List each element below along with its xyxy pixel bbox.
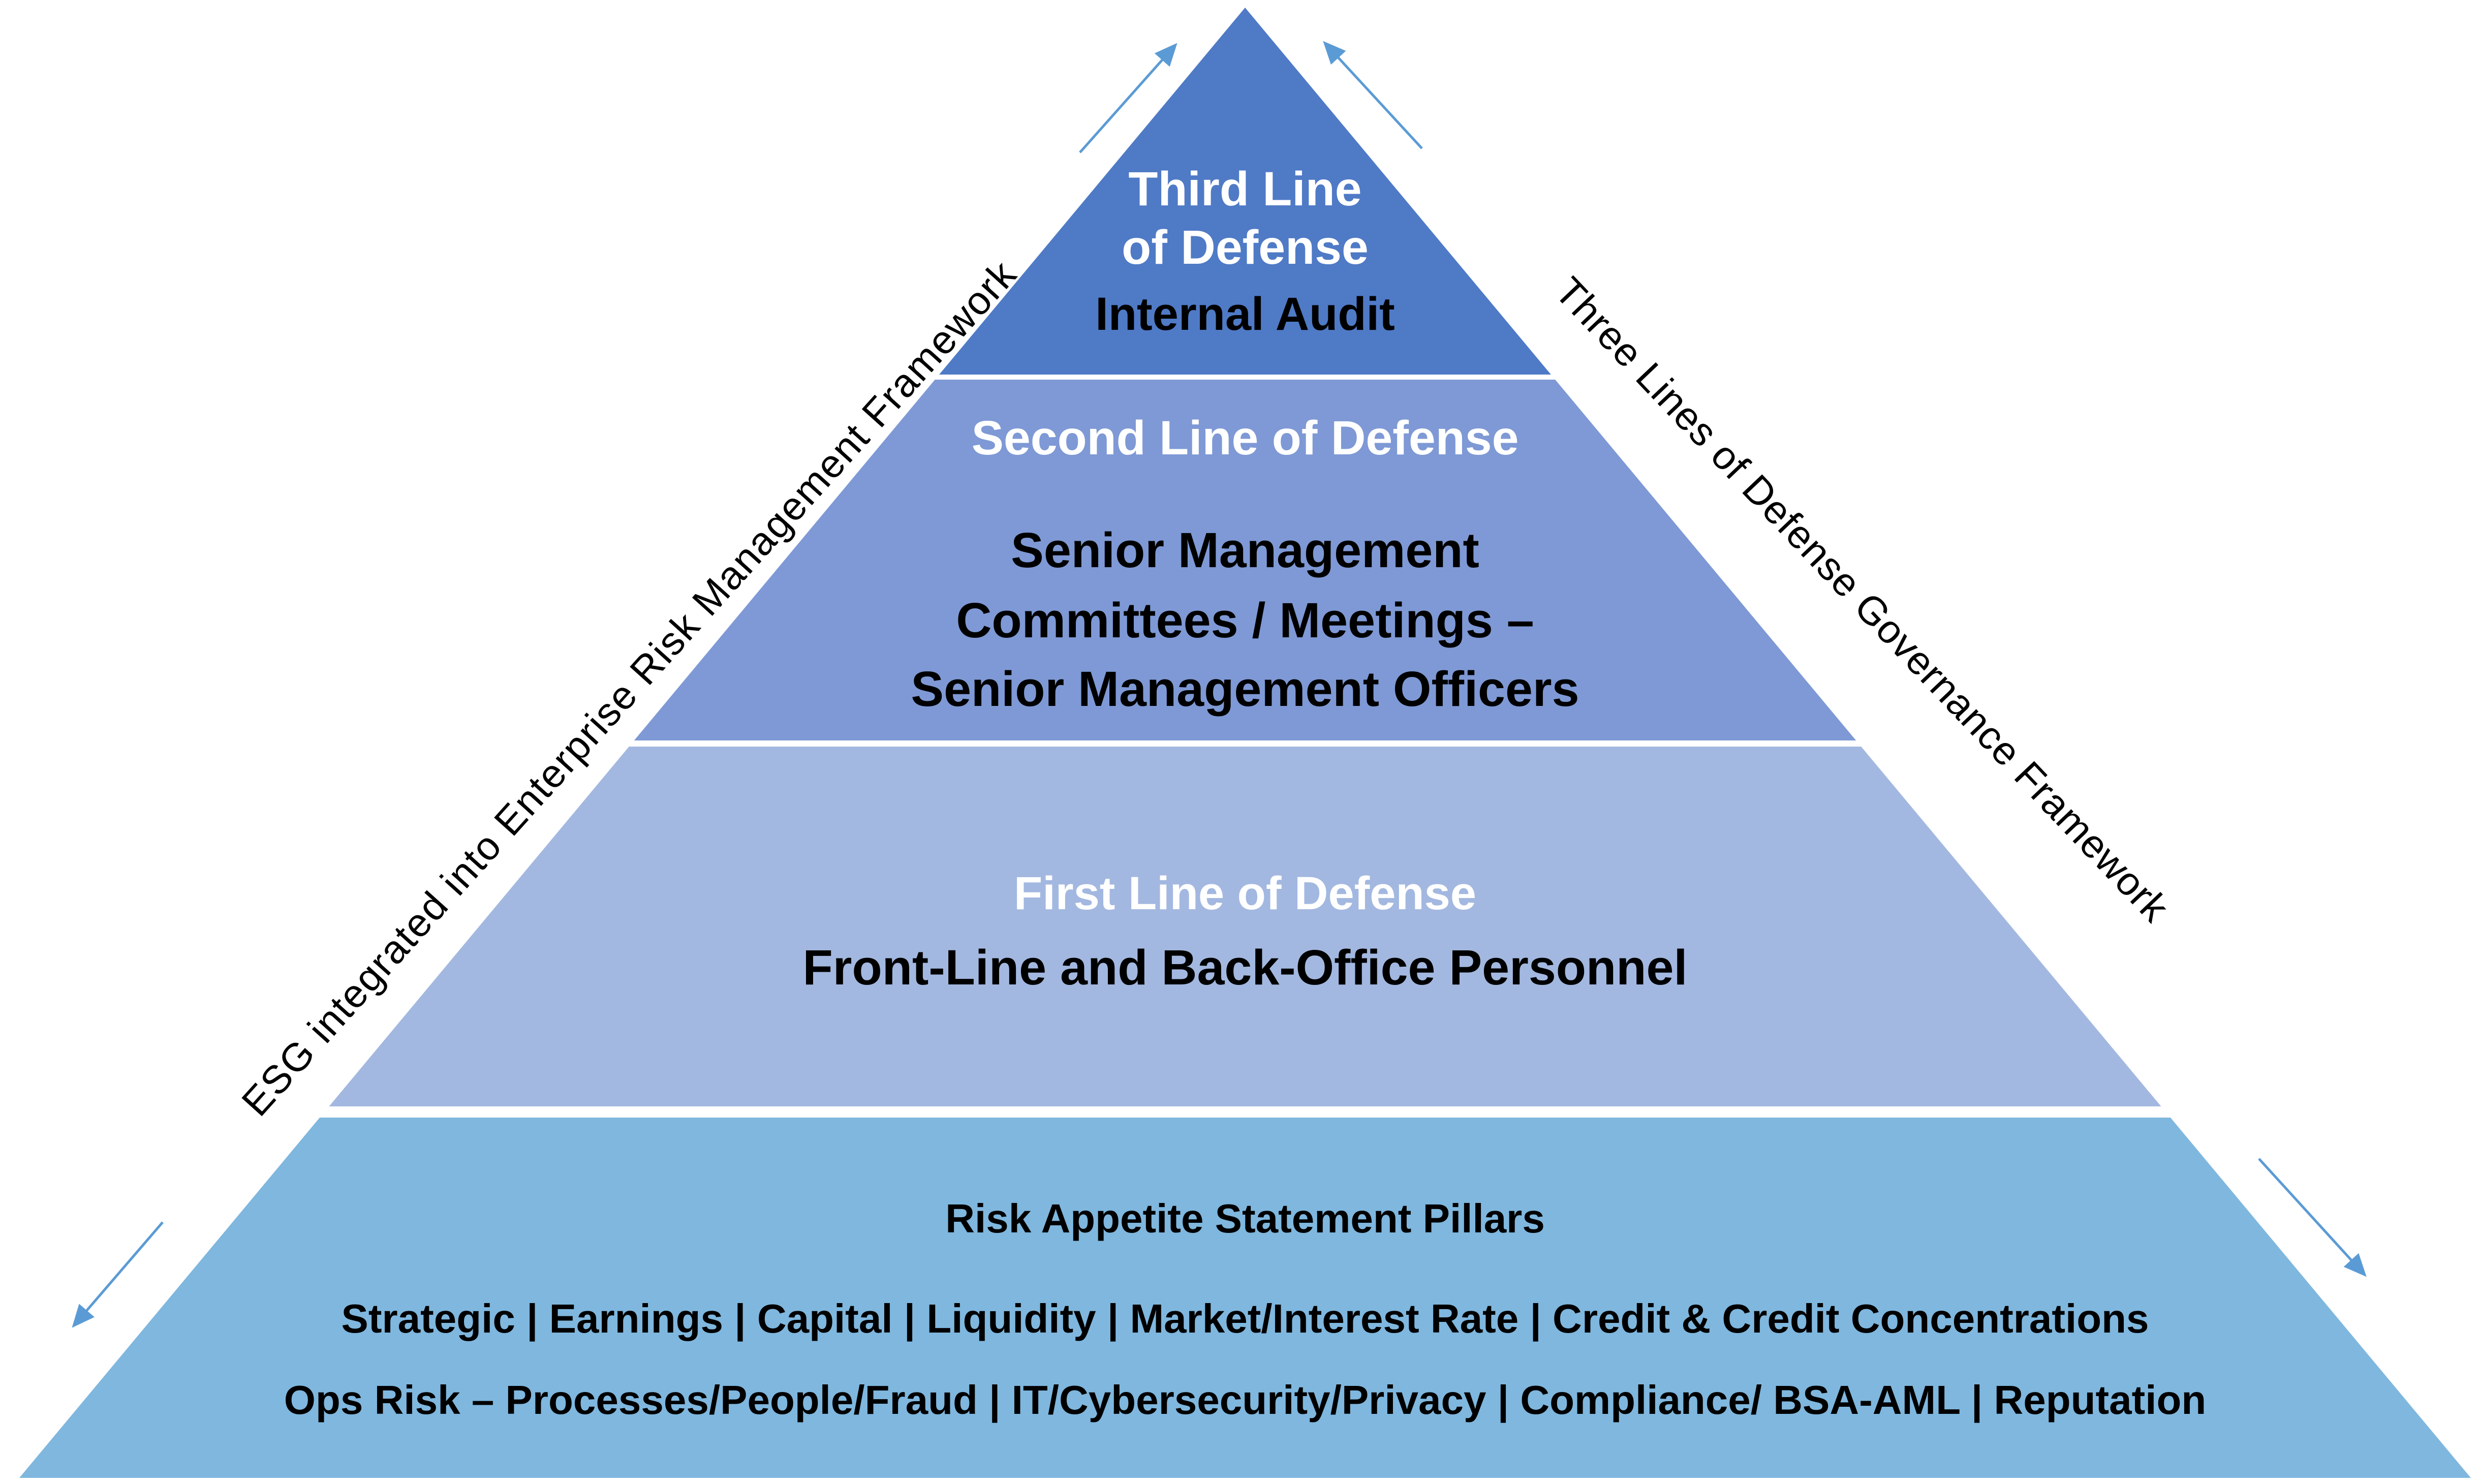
tier1-heading-line2: of Defense (1122, 221, 1369, 274)
bottom-right-down-arrow-icon (2258, 1158, 2367, 1277)
tier1-body: Internal Audit (1095, 288, 1395, 340)
tier4-heading: Risk Appetite Statement Pillars (945, 1196, 1545, 1241)
tier2-heading: Second Line of Defense (971, 411, 1519, 465)
tier4-band (19, 1118, 2471, 1478)
top-right-up-arrow-icon (1323, 41, 1423, 149)
tier3-heading: First Line of Defense (1014, 868, 1476, 919)
tier1-heading-line1: Third Line (1128, 162, 1362, 216)
tier2-body-line2: Committees / Meetings – (956, 593, 1534, 648)
tier4-body-line1: Strategic | Earnings | Capital | Liquidi… (341, 1296, 2149, 1341)
tier3-body: Front-Line and Back-Office Personnel (802, 940, 1688, 995)
tier2-body-line1: Senior Management (1011, 522, 1479, 578)
tier2-body-line3: Senior Management Officers (911, 661, 1579, 717)
tier4-body-line2: Ops Risk – Processes/People/Fraud | IT/C… (284, 1377, 2207, 1423)
bottom-left-down-arrow-icon (72, 1221, 164, 1328)
top-left-up-arrow-icon (1079, 43, 1177, 153)
